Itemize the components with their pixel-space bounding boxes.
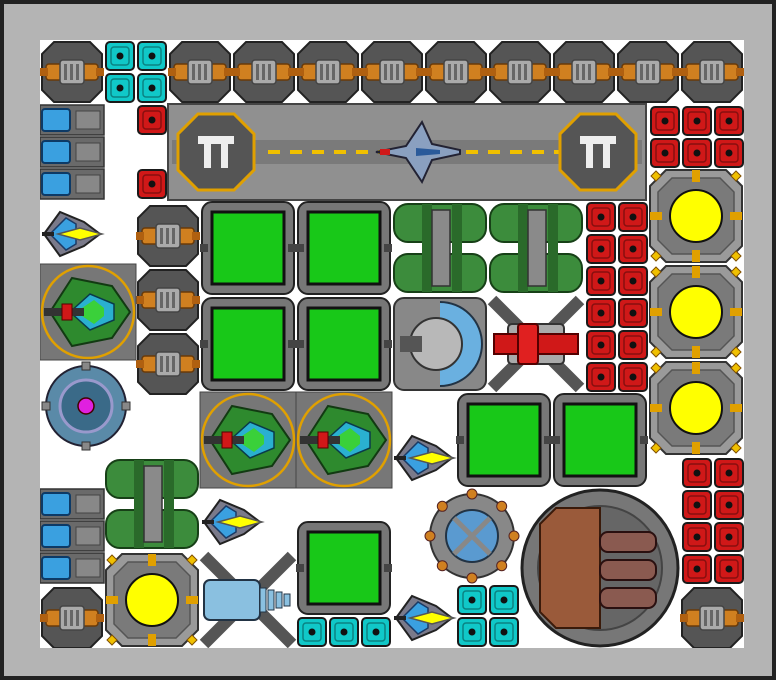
red-light-block	[682, 522, 712, 552]
brown-heavy-cannon	[520, 488, 680, 648]
grey-dome-turret	[393, 297, 487, 391]
yellow-fighter-ship	[394, 594, 457, 642]
red-light-block	[618, 234, 648, 264]
red-light-block	[682, 138, 712, 168]
orange-cannon-turret	[136, 205, 200, 267]
cyan-light-block	[105, 41, 135, 71]
sprite-canvas	[40, 41, 744, 648]
magenta-radar-dish	[41, 361, 131, 451]
red-light-block	[618, 362, 648, 392]
yellow-reactor-core	[649, 265, 743, 359]
cyan-light-block	[297, 617, 327, 647]
red-light-block	[714, 554, 744, 584]
cyan-light-block	[489, 617, 519, 647]
green-fuel-tank	[489, 203, 583, 293]
red-cannon-turret	[487, 295, 585, 393]
orange-cannon-turret	[360, 41, 424, 103]
red-light-block	[137, 105, 167, 135]
red-light-block	[714, 106, 744, 136]
orange-cannon-turret	[40, 587, 104, 648]
green-fighter-ship	[199, 391, 297, 489]
orange-cannon-turret	[296, 41, 360, 103]
red-light-block	[586, 362, 616, 392]
green-floor-pad	[200, 201, 296, 295]
cyan-light-block	[489, 585, 519, 615]
orange-gear-core	[424, 488, 520, 584]
landing-pad-sign	[176, 112, 256, 192]
red-light-block	[650, 106, 680, 136]
orange-cannon-turret	[40, 41, 104, 103]
blue-light-block	[40, 168, 105, 200]
red-light-block	[714, 522, 744, 552]
cyan-light-block	[329, 617, 359, 647]
cyan-light-block	[137, 73, 167, 103]
yellow-reactor-core	[649, 169, 743, 263]
orange-cannon-turret	[488, 41, 552, 103]
orange-cannon-turret	[552, 41, 616, 103]
yellow-reactor-core	[649, 361, 743, 455]
red-light-block	[714, 490, 744, 520]
cyan-light-block	[361, 617, 391, 647]
green-floor-pad	[456, 393, 552, 487]
blue-light-block	[40, 136, 105, 168]
red-light-block	[618, 266, 648, 296]
yellow-reactor-core	[105, 553, 199, 647]
yellow-fighter-ship	[394, 434, 457, 482]
red-light-block	[586, 202, 616, 232]
blue-light-block	[40, 104, 105, 136]
yellow-fighter-ship	[202, 498, 265, 546]
blue-light-block	[40, 552, 105, 584]
blue-light-block	[40, 488, 105, 520]
green-floor-pad	[200, 297, 296, 391]
orange-cannon-turret	[616, 41, 680, 103]
orange-cannon-turret	[680, 587, 744, 648]
red-light-block	[618, 202, 648, 232]
cyan-light-block	[457, 585, 487, 615]
green-fighter-ship	[295, 391, 393, 489]
green-floor-pad	[552, 393, 648, 487]
orange-cannon-turret	[424, 41, 488, 103]
green-fighter-ship	[40, 263, 137, 361]
cyan-light-block	[137, 41, 167, 71]
orange-cannon-turret	[136, 333, 200, 395]
red-light-block	[586, 330, 616, 360]
green-floor-pad	[296, 201, 392, 295]
red-light-block	[682, 554, 712, 584]
red-light-block	[682, 490, 712, 520]
red-light-block	[682, 106, 712, 136]
red-light-block	[714, 458, 744, 488]
orange-cannon-turret	[232, 41, 296, 103]
red-light-block	[586, 298, 616, 328]
red-light-block	[618, 298, 648, 328]
cyan-light-block	[105, 73, 135, 103]
blue-light-block	[40, 520, 105, 552]
orange-cannon-turret	[136, 269, 200, 331]
grey-jet-ship	[375, 119, 461, 185]
red-light-block	[586, 234, 616, 264]
red-light-block	[618, 330, 648, 360]
red-light-block	[137, 169, 167, 199]
red-light-block	[586, 266, 616, 296]
red-light-block	[714, 138, 744, 168]
blue-drill-turret	[199, 551, 297, 648]
cyan-light-block	[457, 617, 487, 647]
green-floor-pad	[296, 521, 392, 615]
sprite-sheet	[40, 40, 744, 648]
green-fuel-tank	[105, 459, 199, 549]
orange-cannon-turret	[680, 41, 744, 103]
green-floor-pad	[296, 297, 392, 391]
orange-cannon-turret	[168, 41, 232, 103]
red-light-block	[650, 138, 680, 168]
green-fuel-tank	[393, 203, 487, 293]
landing-pad-sign	[558, 112, 638, 192]
red-light-block	[682, 458, 712, 488]
yellow-fighter-ship	[42, 210, 105, 258]
